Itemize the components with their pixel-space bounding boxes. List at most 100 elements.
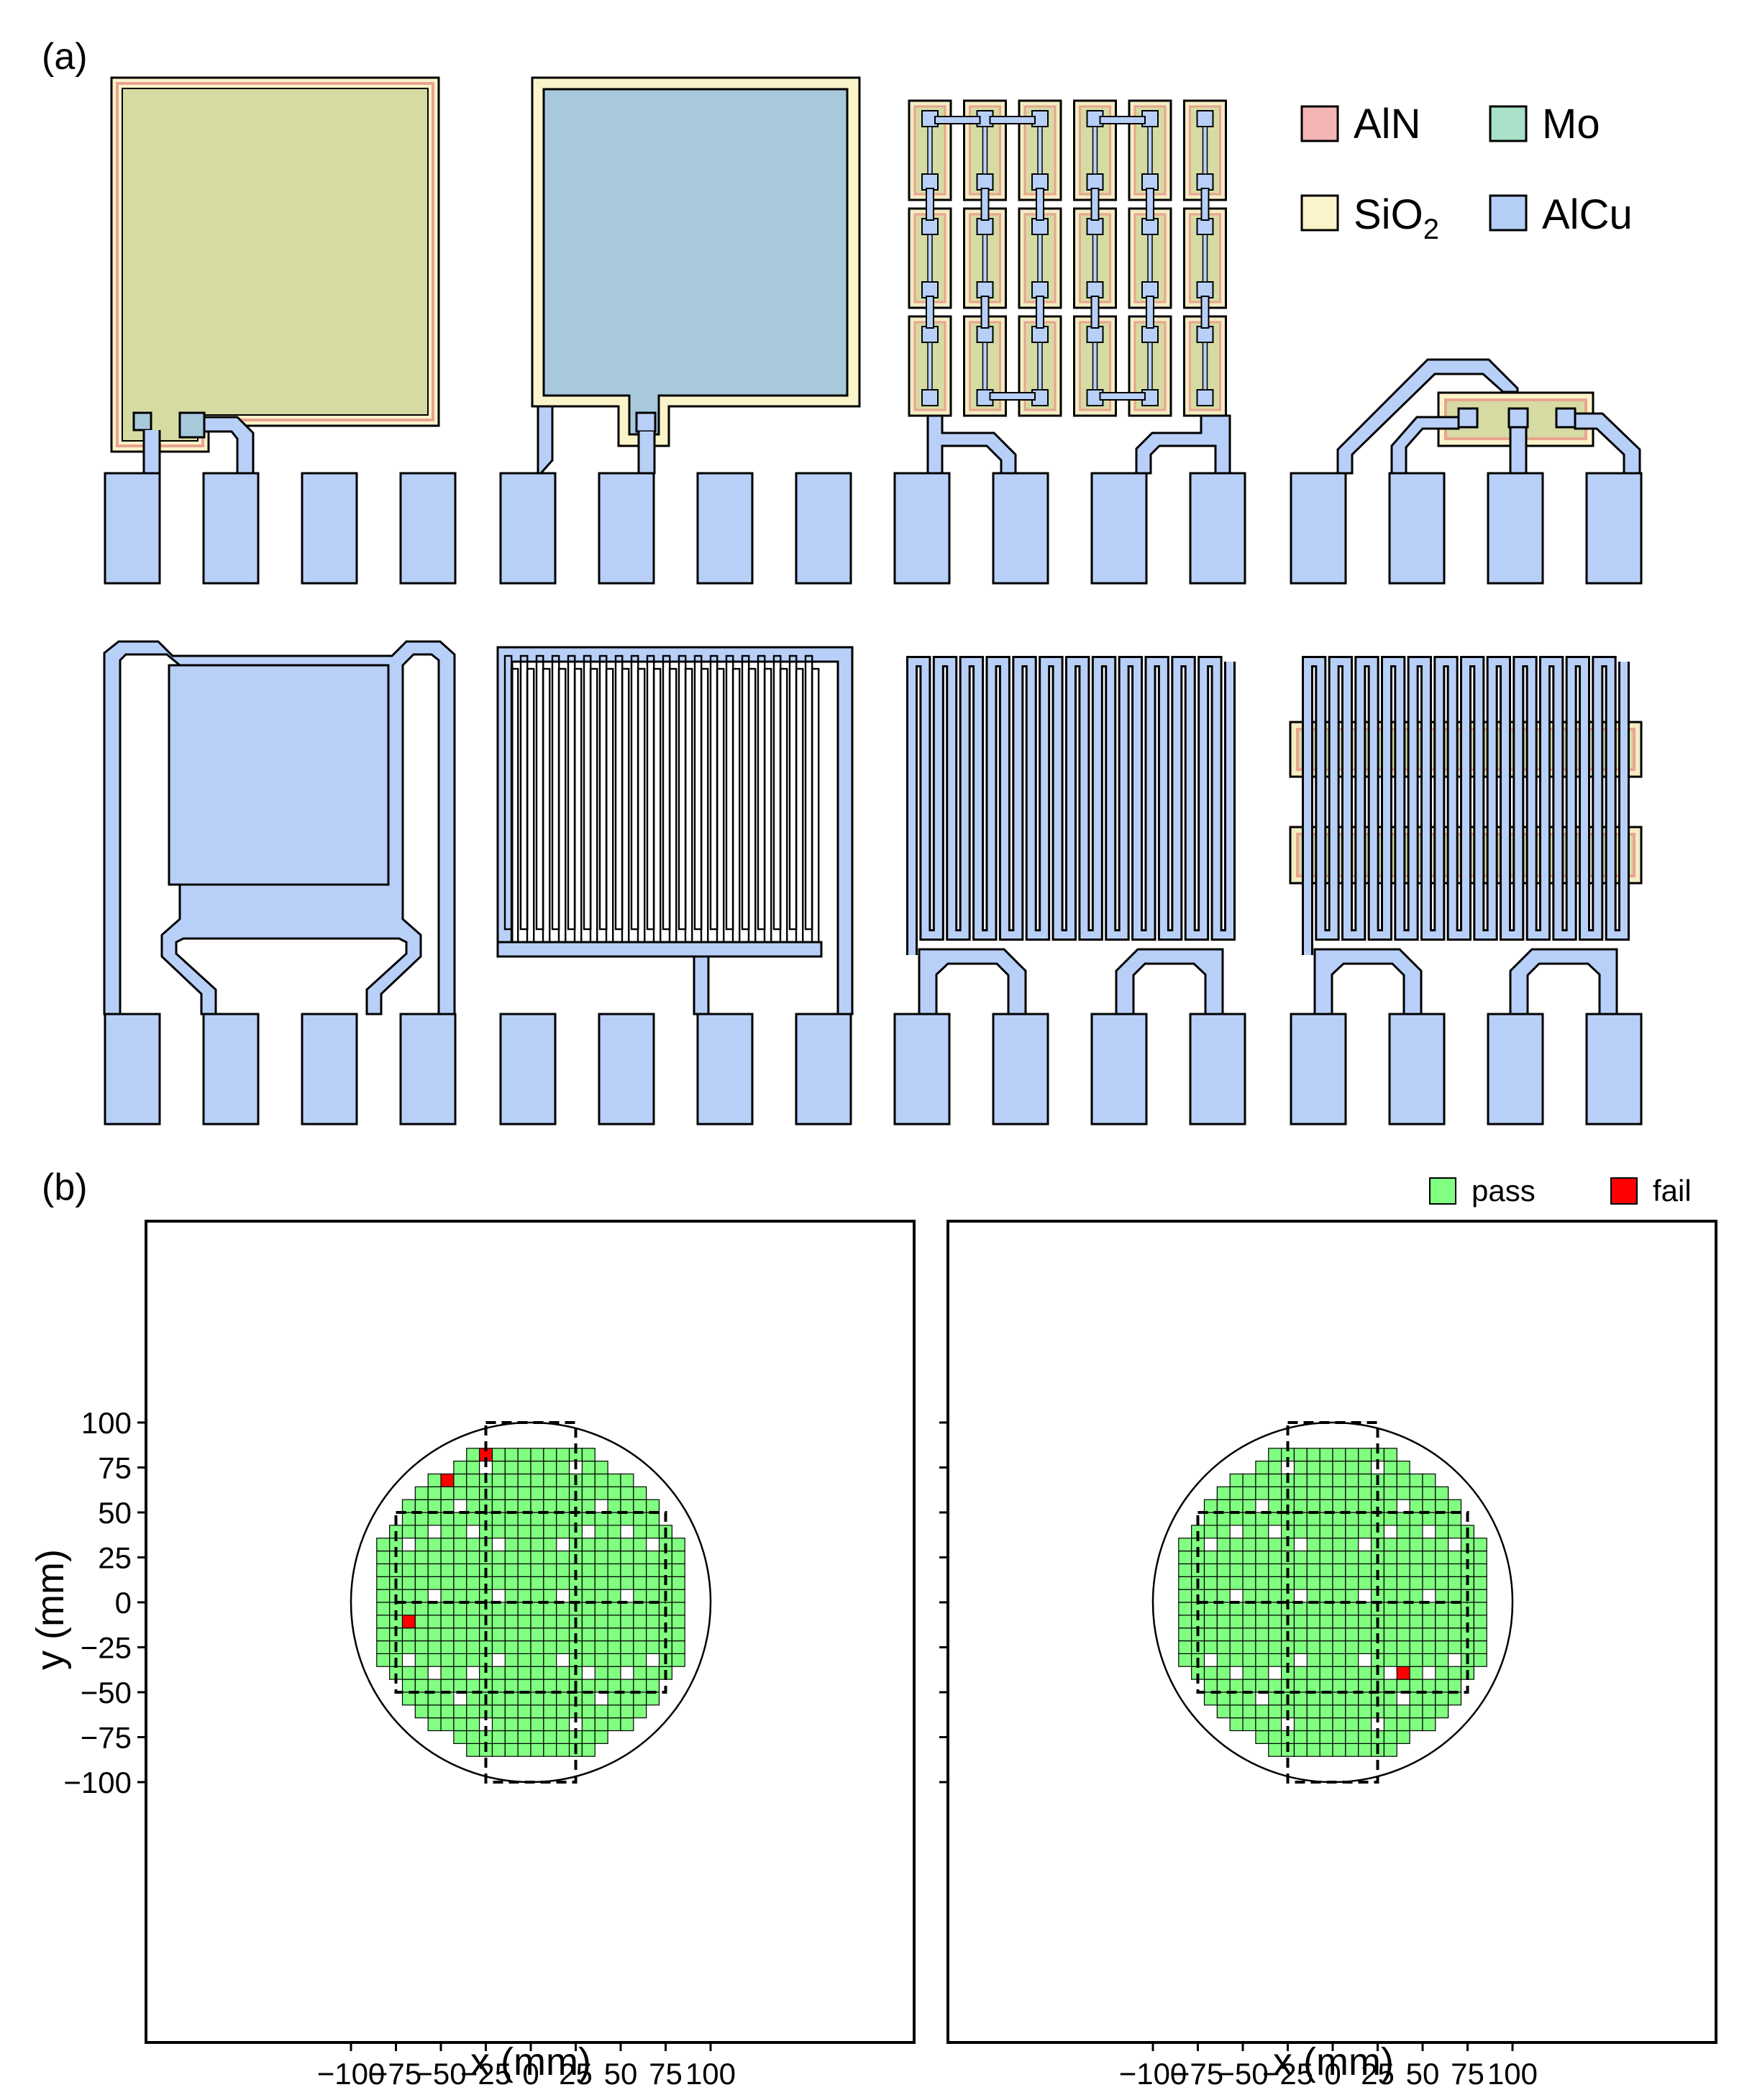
die-pass: [1293, 1640, 1308, 1655]
die-pass: [440, 1525, 455, 1539]
die-pass: [1345, 1679, 1359, 1693]
die-pass: [1255, 1512, 1269, 1526]
die-pass: [504, 1473, 519, 1487]
contact-pad: [399, 1013, 457, 1126]
die-pass: [453, 1551, 467, 1565]
resistor-trace: [927, 342, 933, 391]
column-link: [989, 392, 1036, 401]
die-pass: [453, 1538, 467, 1552]
die-pass: [1255, 1525, 1269, 1539]
via-contact: [921, 218, 939, 235]
die-pass: [1242, 1525, 1256, 1539]
die-pass: [1383, 1628, 1397, 1642]
die-pass: [1435, 1589, 1449, 1603]
row-link: [926, 188, 934, 221]
die-pass: [671, 1538, 685, 1552]
die-pass: [594, 1653, 608, 1667]
die-pass: [1345, 1692, 1359, 1706]
die-pass: [1345, 1576, 1359, 1590]
die-pass: [427, 1486, 442, 1500]
die-pass: [1242, 1563, 1256, 1577]
contact-pad: [893, 1013, 951, 1126]
die-pass: [1203, 1589, 1218, 1603]
die-pass: [646, 1666, 660, 1680]
contact-pad: [598, 1013, 655, 1126]
die-pass: [1242, 1692, 1256, 1706]
die-pass: [1268, 1704, 1282, 1719]
via-contact: [921, 389, 939, 406]
die-pass: [1396, 1602, 1410, 1616]
legend-label-sio2: SiO: [1354, 191, 1423, 238]
die-pass: [1383, 1589, 1397, 1603]
die-pass: [1345, 1499, 1359, 1513]
die-pass: [466, 1692, 480, 1706]
die-pass: [1319, 1589, 1333, 1603]
die-pass: [1293, 1615, 1308, 1629]
die-pass: [594, 1551, 608, 1565]
die-pass: [1409, 1666, 1423, 1680]
row-link: [980, 296, 990, 329]
die-pass: [1409, 1615, 1423, 1629]
die-pass: [1229, 1551, 1244, 1565]
via-contact: [1196, 173, 1214, 191]
die-pass: [1358, 1666, 1372, 1680]
die-pass: [466, 1730, 480, 1744]
die-pass: [620, 1615, 634, 1629]
die-pass: [1306, 1653, 1320, 1667]
die-pass: [530, 1640, 544, 1655]
die-pass: [1306, 1563, 1320, 1577]
die-pass: [543, 1448, 557, 1462]
die-pass: [581, 1461, 596, 1475]
die-pass: [607, 1653, 621, 1667]
die-pass: [1203, 1602, 1218, 1616]
die-pass: [1409, 1538, 1423, 1552]
column-link: [1099, 116, 1146, 124]
pads-row-top: [104, 472, 1643, 585]
die-pass: [1435, 1538, 1449, 1552]
die-pass: [1178, 1602, 1192, 1616]
die-pass: [594, 1563, 608, 1577]
die-pass: [1422, 1628, 1436, 1642]
die-pass: [1255, 1615, 1269, 1629]
die-pass: [414, 1628, 429, 1642]
die-pass: [633, 1615, 647, 1629]
x-axis-title-left: x (mm): [470, 2040, 591, 2083]
die-pass: [556, 1525, 570, 1539]
legend-swatch-pass: [1429, 1177, 1456, 1205]
die-pass: [376, 1576, 391, 1590]
die-pass: [530, 1525, 544, 1539]
die-pass: [466, 1461, 480, 1475]
die-pass: [401, 1692, 416, 1706]
y-tick-label: −100: [63, 1766, 132, 1799]
die-pass: [401, 1666, 416, 1680]
device-fine-comb: [496, 646, 854, 1015]
die-pass: [1242, 1679, 1256, 1693]
die-pass: [1229, 1602, 1244, 1616]
die-pass: [1422, 1551, 1436, 1565]
die-pass: [1345, 1512, 1359, 1526]
die-pass: [607, 1692, 621, 1706]
die-pass: [1178, 1640, 1192, 1655]
die-pass: [581, 1499, 596, 1513]
y-tick-label: 50: [98, 1496, 132, 1530]
die-pass: [517, 1589, 531, 1603]
row-link: [1036, 188, 1044, 221]
die-pass: [1409, 1499, 1423, 1513]
die-pass: [1435, 1615, 1449, 1629]
die-pass: [1422, 1563, 1436, 1577]
legend-swatch-alcu: [1489, 194, 1528, 232]
die-pass: [1178, 1615, 1192, 1629]
die-pass: [1293, 1704, 1308, 1719]
die-pass: [581, 1679, 596, 1693]
contact-pad: [499, 472, 557, 585]
x-tick-label: 25: [1361, 2057, 1395, 2091]
die-pass: [517, 1653, 531, 1667]
die-pass: [1178, 1576, 1192, 1590]
die-pass: [440, 1538, 455, 1552]
die-pass: [1293, 1717, 1308, 1732]
via-contact: [1141, 173, 1159, 191]
via-contact: [1196, 326, 1214, 343]
die-pass: [1409, 1589, 1423, 1603]
die-pass: [1409, 1653, 1423, 1667]
die-pass: [491, 1640, 506, 1655]
